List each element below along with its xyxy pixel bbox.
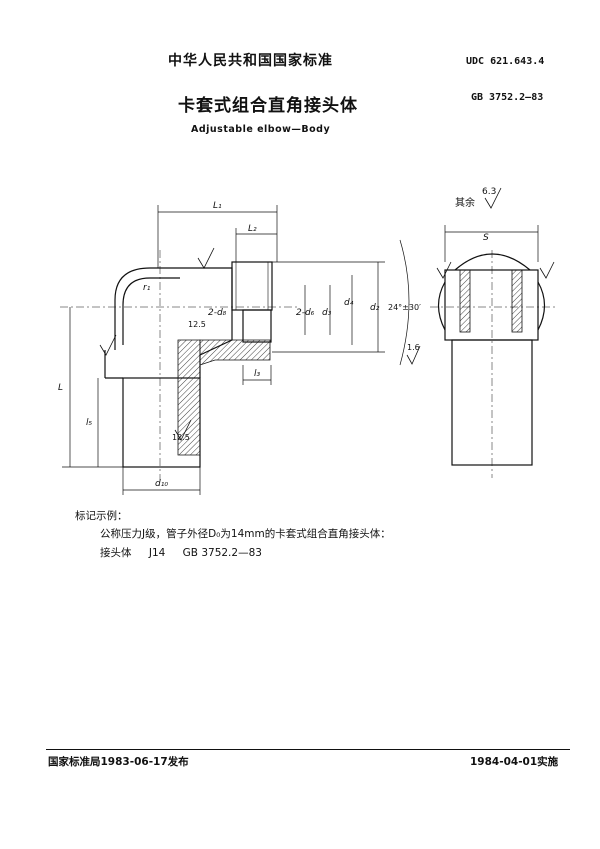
example-part-code: J14 [148, 547, 166, 559]
other-surfaces-label: 其余 [455, 196, 475, 209]
roughness-12-5-b: 12.5 [172, 433, 190, 442]
example-line-2: 接头体 J14 GB 3752.2—83 [100, 545, 276, 560]
dim-L1: L₁ [213, 201, 222, 211]
english-subtitle: Adjustable elbow—Body [191, 124, 331, 135]
dim-d2: d₂ [370, 303, 380, 313]
example-part-standard: GB 3752.2—83 [182, 547, 262, 559]
issue-date: 国家标准局1983-06-17发布 [48, 756, 189, 768]
dim-S: S [483, 233, 489, 243]
roughness-symbols [99, 187, 555, 441]
elbow-side-view [430, 225, 555, 478]
roughness-12-5-a: 12.5 [188, 320, 206, 329]
roughness-1-6: 1.6 [407, 343, 420, 352]
example-line-1: 公称压力J级，管子外径D₀为14mm的卡套式组合直角接头体： [100, 528, 391, 540]
dim-r1: r₁ [143, 283, 151, 293]
page-title: 卡套式组合直角接头体 [178, 96, 358, 116]
dim-2-d6: 2-d₆ [296, 308, 315, 318]
example-part-name: 接头体 [100, 547, 132, 559]
gb-code: GB 3752.2—83 [471, 92, 544, 103]
example-heading: 标记示例： [75, 510, 128, 522]
elbow-front-view [60, 205, 300, 480]
footer-rule [46, 749, 570, 750]
dim-L2: L₂ [248, 224, 257, 234]
dim-2-d8: 2-d₈ [208, 308, 227, 318]
roughness-6-3: 6.3 [482, 187, 496, 197]
effective-date: 1984-04-01实施 [470, 756, 559, 768]
standard-country-heading: 中华人民共和国国家标准 [168, 53, 333, 69]
dim-d10: d₁₀ [155, 479, 168, 489]
dim-d3: d₃ [322, 308, 332, 318]
dim-l5: l₅ [86, 418, 93, 428]
dim-angle: 24°±30′ [388, 303, 421, 312]
udc-code: UDC 621.643.4 [466, 56, 545, 67]
dimension-lines [62, 205, 410, 495]
dim-l3: l₃ [254, 369, 261, 379]
technical-drawing: L₁ L₂ L l₅ d₁₀ l₃ d₃ d₄ d₂ 2-d₆ 2-d₈ r₁ … [58, 187, 555, 495]
dim-L: L [58, 383, 63, 393]
dim-d4: d₄ [344, 298, 354, 308]
